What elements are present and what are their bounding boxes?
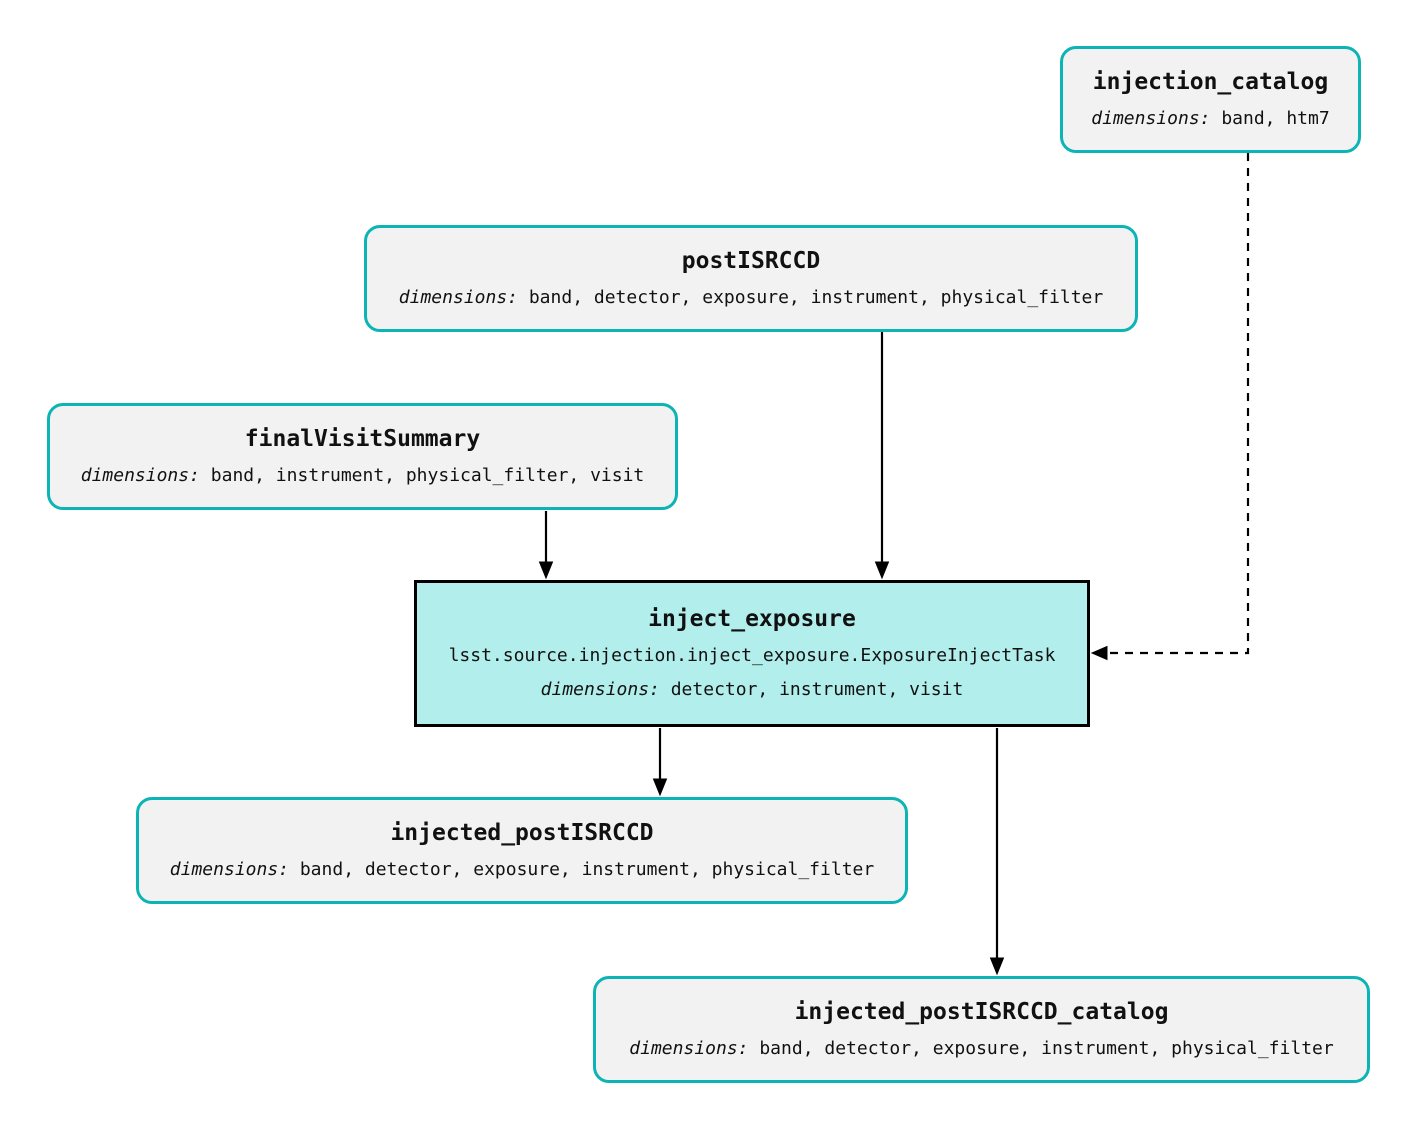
node-dimensions: dimensions: band, detector, exposure, ins… — [398, 286, 1104, 308]
dimensions-label: dimensions: — [169, 858, 290, 880]
dimensions-values: band, detector, exposure, instrument, ph… — [299, 858, 875, 880]
node-finalvisitsummary: finalVisitSummary dimensions: band, instr… — [47, 403, 678, 510]
node-title: postISRCCD — [681, 248, 821, 275]
dimensions-label: dimensions: — [1091, 107, 1211, 129]
edge-inject_exposure-to-injected_postISRCCD — [652, 728, 668, 797]
node-title: injection_catalog — [1092, 69, 1329, 96]
edge-finalVisitSummary-to-inject_exposure — [538, 511, 554, 580]
task-class-path: lsst.source.injection.inject_exposure.Ex… — [448, 645, 1056, 667]
node-dimensions: dimensions: detector, instrument, visit — [541, 680, 964, 700]
node-dimensions: dimensions: band, detector, exposure, ins… — [629, 1037, 1334, 1059]
dimensions-values: band, detector, exposure, instrument, ph… — [759, 1037, 1334, 1059]
dimensions-values: band, detector, exposure, instrument, ph… — [528, 286, 1104, 308]
node-injected-postisrccd: injected_postISRCCD dimensions: band, det… — [136, 797, 908, 904]
dimensions-values: detector, instrument, visit — [670, 679, 964, 701]
dimensions-label: dimensions: — [398, 286, 519, 308]
node-title: finalVisitSummary — [244, 426, 481, 453]
node-dimensions: dimensions: band, detector, exposure, ins… — [169, 858, 875, 880]
node-injected-postisrccd-catalog: injected_postISRCCD_catalog dimensions: b… — [593, 976, 1370, 1083]
dimensions-label: dimensions: — [629, 1037, 749, 1059]
node-injection-catalog: injection_catalog dimensions: band, htm7 — [1060, 46, 1361, 153]
node-title: inject_exposure — [648, 606, 856, 633]
edge-postISRCCD-to-inject_exposure — [874, 332, 890, 580]
node-title: injected_postISRCCD — [390, 820, 654, 847]
node-dimensions: dimensions: band, instrument, physical_fi… — [80, 464, 645, 486]
dimensions-values: band, instrument, physical_filter, visit — [210, 464, 645, 486]
dimensions-label: dimensions: — [80, 464, 200, 486]
node-postisrccd: postISRCCD dimensions: band, detector, ex… — [364, 225, 1138, 332]
node-dimensions: dimensions: band, htm7 — [1091, 107, 1330, 129]
node-inject-exposure-task: inject_exposure lsst.source.injection.in… — [414, 580, 1090, 727]
dimensions-values: band, htm7 — [1221, 107, 1330, 129]
node-title: injected_postISRCCD_catalog — [794, 999, 1169, 1026]
dimensions-label: dimensions: — [540, 679, 660, 701]
edge-inject_exposure-to-injected_postISRCCD_catalog — [989, 728, 1005, 976]
